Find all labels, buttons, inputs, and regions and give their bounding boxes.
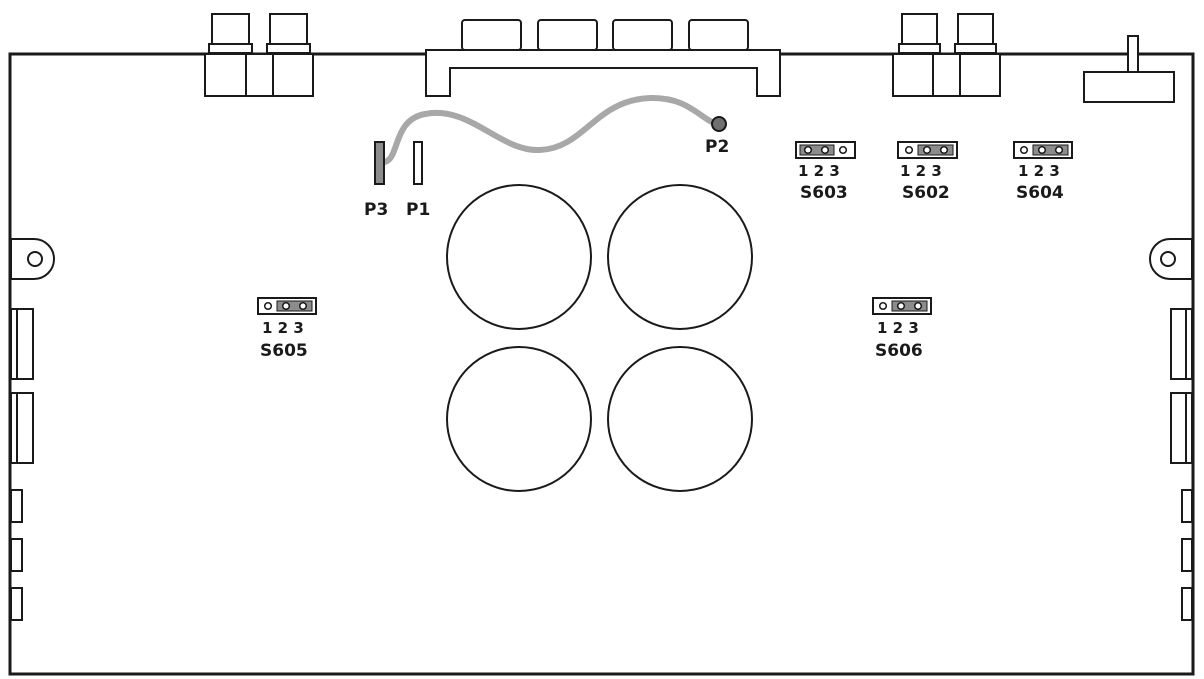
header-p3: [374, 141, 385, 185]
label-p2: P2: [705, 137, 729, 157]
label-p1: P1: [406, 200, 430, 220]
jumper-pin-icon: [820, 145, 830, 155]
board-outline: [8, 52, 1195, 676]
capacitors: [446, 184, 753, 492]
jumper-pin-icon: [803, 145, 813, 155]
plug-p2-icon: [711, 116, 727, 132]
rca-connector-left-1: [204, 13, 253, 97]
jumper-pin-icon: [922, 145, 932, 155]
jumper-label: S606: [875, 341, 923, 361]
jumper-pin-icon: [263, 301, 273, 311]
jumper-s602: 1 2 3 S602: [897, 141, 958, 203]
jumper-s605: 1 2 3 S605: [257, 297, 317, 361]
jumper-label: S604: [1016, 183, 1064, 203]
capacitor-2: [607, 184, 753, 330]
jumper-pin-icon: [878, 301, 888, 311]
capacitor-1: [446, 184, 592, 330]
jumper-pin-icon: [281, 301, 291, 311]
jumper-label: S605: [260, 341, 308, 361]
jumper-pin-icon: [1019, 145, 1029, 155]
ribbon-cable: [381, 94, 721, 165]
jumper-label: S602: [902, 183, 950, 203]
jumper-pin-icon: [939, 145, 949, 155]
jumper-pin-icon: [1054, 145, 1064, 155]
mount-hole-left: [10, 238, 55, 280]
jumper-pin-icon: [1037, 145, 1047, 155]
label-p3: P3: [364, 200, 388, 220]
jumper-pin-icon: [913, 301, 923, 311]
power-switch: [1083, 35, 1175, 103]
left-edge-connectors: [10, 308, 34, 621]
jumper-s603: 1 2 3 S603: [795, 141, 856, 203]
jumper-pin-icon: [904, 145, 914, 155]
jumper-label: S603: [800, 183, 848, 203]
capacitor-3: [446, 346, 592, 492]
jumper-pin-icon: [896, 301, 906, 311]
pin-numbers: 1 2 3: [900, 162, 942, 180]
pin-numbers: 1 2 3: [1018, 162, 1060, 180]
right-edge-connectors: [1170, 308, 1193, 621]
rca-connector-left-2: [245, 13, 314, 97]
rca-connector-right-1: [892, 13, 941, 97]
pin-numbers: 1 2 3: [262, 319, 304, 337]
header-p1: [413, 141, 423, 185]
jumper-s606: 1 2 3 S606: [872, 297, 932, 361]
jumper-pin-icon: [838, 145, 848, 155]
multi-pin-connector: [425, 19, 781, 97]
pin-numbers: 1 2 3: [877, 319, 919, 337]
rca-connector-right-2: [932, 13, 1001, 97]
mount-hole-right: [1149, 238, 1193, 280]
jumper-pin-icon: [298, 301, 308, 311]
pin-numbers: 1 2 3: [798, 162, 840, 180]
capacitor-4: [607, 346, 753, 492]
jumper-s604: 1 2 3 S604: [1013, 141, 1073, 203]
